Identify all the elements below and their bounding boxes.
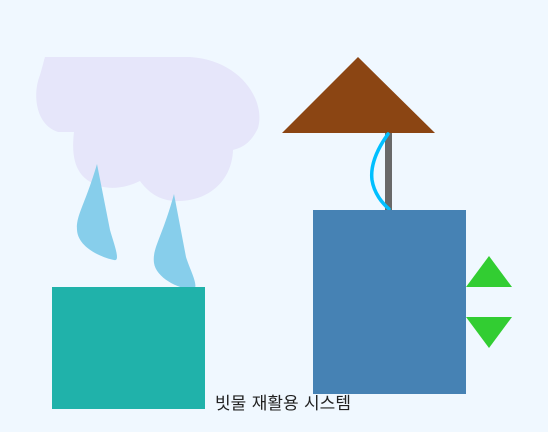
raindrop-right <box>153 194 196 290</box>
down-arrow-icon <box>466 317 512 348</box>
collection-tank <box>52 287 205 409</box>
cloud-shape <box>36 57 260 202</box>
raindrop-left <box>76 164 117 261</box>
up-arrow-icon <box>466 256 512 287</box>
cloud-icon <box>36 57 260 202</box>
roof-icon <box>282 57 435 133</box>
water-flow-icon <box>369 132 391 211</box>
storage-tank-icon <box>313 210 466 394</box>
diagram-caption: 빗물 재활용 시스템 <box>215 394 351 414</box>
pipe-icon <box>385 133 392 210</box>
